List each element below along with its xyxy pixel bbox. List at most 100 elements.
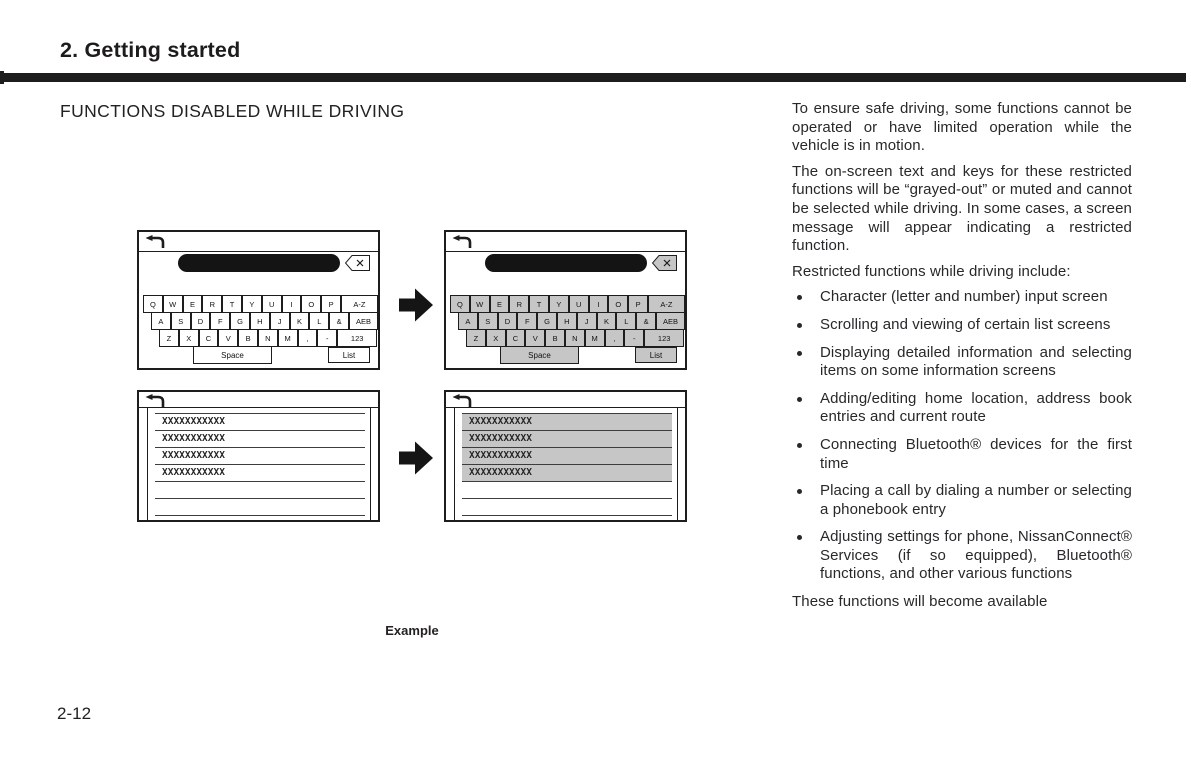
key-&: &	[636, 312, 656, 330]
key-s: S	[170, 312, 191, 330]
key-j: J	[269, 312, 290, 330]
key-a-z: A-Z	[647, 295, 685, 313]
key-g: G	[537, 312, 557, 330]
key-f: F	[517, 312, 538, 330]
list-row-divider	[155, 481, 365, 482]
key-n: N	[257, 329, 278, 347]
key-k: K	[596, 312, 617, 330]
list-row-divider	[462, 515, 672, 516]
key-p: P	[628, 295, 648, 313]
list-right-border	[677, 407, 678, 520]
restricted-functions-list: Character (letter and number) input scre…	[792, 288, 1132, 584]
key-a: A	[151, 312, 171, 330]
key-,: ,	[297, 329, 318, 347]
key-x: X	[178, 329, 199, 347]
list-key: List	[635, 347, 677, 363]
bullet-item: Connecting Bluetooth® devices for the fi…	[792, 436, 1132, 473]
list-row-divider	[155, 515, 365, 516]
text-input-field	[178, 254, 340, 272]
list-right-border	[370, 407, 371, 520]
list-item: XXXXXXXXXXX	[462, 447, 672, 464]
section-title: FUNCTIONS DISABLED WHILE DRIVING	[60, 101, 405, 121]
bullet-item: Placing a call by dialing a number or se…	[792, 482, 1132, 519]
key-i: I	[588, 295, 609, 313]
key-z: Z	[159, 329, 179, 347]
key-c: C	[505, 329, 526, 347]
key-u: U	[568, 295, 589, 313]
header-divider	[446, 407, 685, 408]
back-arrow-icon	[145, 235, 165, 248]
key-a: A	[458, 312, 478, 330]
bullet-item: Adding/editing home location, address bo…	[792, 390, 1132, 427]
list-row-divider	[462, 447, 672, 448]
key-z: Z	[466, 329, 486, 347]
key-q: Q	[143, 295, 163, 313]
transition-arrow-icon	[399, 441, 433, 475]
key-j: J	[576, 312, 597, 330]
key-o: O	[301, 295, 322, 313]
key-u: U	[261, 295, 282, 313]
bullet-item: Scrolling and viewing of certain list sc…	[792, 316, 1132, 335]
key-aeb: AEB	[348, 312, 378, 330]
bullet-text: Scrolling and viewing of certain list sc…	[820, 315, 1111, 333]
key-d: D	[190, 312, 211, 330]
text-input-field	[485, 254, 647, 272]
list-row-divider	[462, 464, 672, 465]
key-g: G	[230, 312, 250, 330]
header-divider	[446, 251, 685, 252]
key-e: E	[182, 295, 203, 313]
list-key: List	[328, 347, 370, 363]
key-d: D	[497, 312, 518, 330]
header-divider	[139, 251, 378, 252]
list-row-divider	[462, 413, 672, 414]
bullet-text: Adding/editing home location, address bo…	[820, 389, 1132, 426]
list-row-divider	[462, 481, 672, 482]
bullet-item: Adjusting settings for phone, NissanConn…	[792, 528, 1132, 584]
key-v: V	[218, 329, 239, 347]
key-w: W	[162, 295, 183, 313]
key-t: T	[529, 295, 549, 313]
key-r: R	[509, 295, 530, 313]
bullet-dot	[797, 442, 802, 448]
key-n: N	[564, 329, 585, 347]
bullet-dot	[797, 396, 802, 402]
key-e: E	[489, 295, 510, 313]
key-h: H	[249, 312, 270, 330]
chapter-title: 2. Getting started	[60, 38, 241, 62]
key-v: V	[525, 329, 546, 347]
key--: -	[317, 329, 338, 347]
delete-x-icon	[652, 255, 677, 271]
list-row-divider	[155, 413, 365, 414]
list-item: XXXXXXXXXXX	[462, 464, 672, 481]
key-y: Y	[241, 295, 262, 313]
closing-paragraph: These functions will become available	[792, 593, 1048, 611]
list-row-divider	[155, 447, 365, 448]
bullet-dot	[797, 322, 802, 328]
key-q: Q	[450, 295, 470, 313]
key-h: H	[556, 312, 577, 330]
bullet-text: Placing a call by dialing a number or se…	[820, 482, 1132, 518]
key-l: L	[616, 312, 637, 330]
key-123: 123	[644, 329, 685, 347]
bullet-text: Adjusting settings for phone, NissanConn…	[820, 528, 1132, 583]
key-o: O	[608, 295, 629, 313]
key-x: X	[485, 329, 506, 347]
bullet-item: Character (letter and number) input scre…	[792, 288, 1132, 307]
key-,: ,	[604, 329, 625, 347]
bullet-item: Displaying detailed information and sele…	[792, 344, 1132, 381]
key-123: 123	[337, 329, 378, 347]
key-l: L	[309, 312, 330, 330]
list-item: XXXXXXXXXXX	[162, 416, 225, 427]
key-p: P	[321, 295, 341, 313]
list-left-border	[147, 407, 148, 520]
list-item: XXXXXXXXXXX	[162, 450, 225, 461]
article-column: To ensure safe driving, some functions c…	[792, 100, 1132, 619]
key-f: F	[210, 312, 231, 330]
